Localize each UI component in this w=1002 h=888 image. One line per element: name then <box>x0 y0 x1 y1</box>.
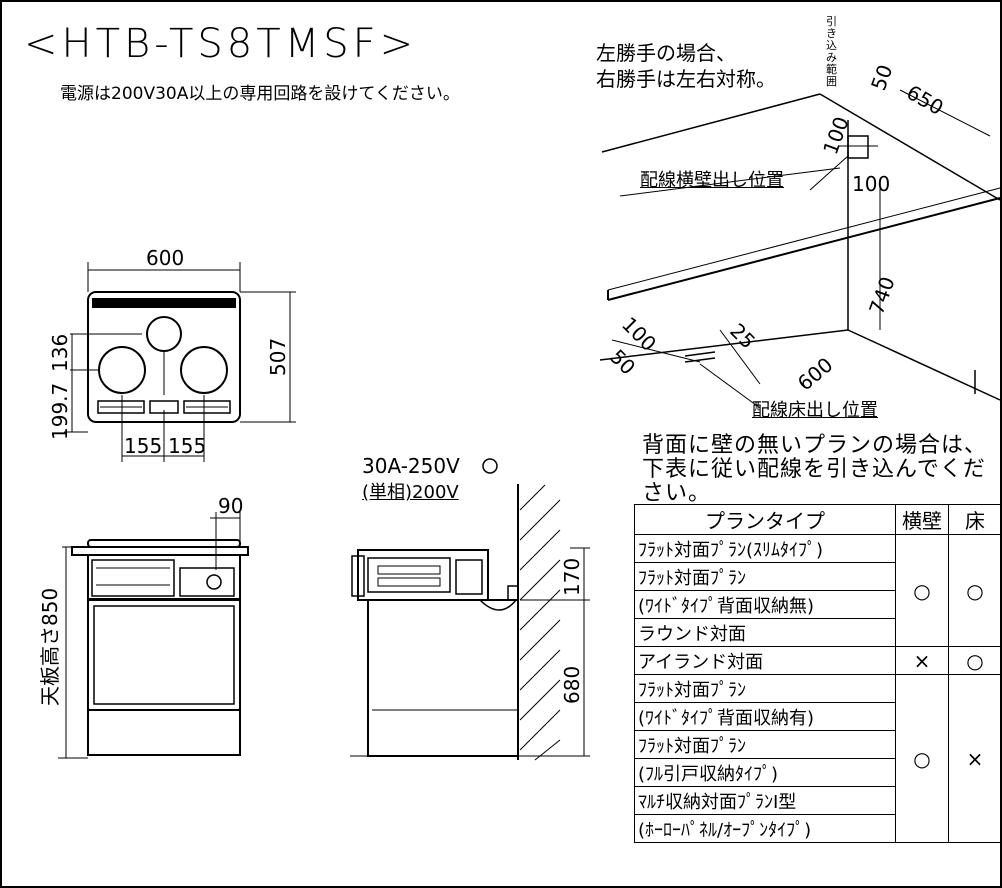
table-row: ﾌﾗｯﾄ対面ﾌﾟﾗﾝ(ｽﾘﾑﾀｲﾌﾟ) ○ ○ <box>634 534 1002 647</box>
table-row: (ﾜｲﾄﾞﾀｲﾌﾟ背面収納有) <box>634 702 1002 731</box>
plan-name: (ﾌﾙ引戸収納ﾀｲﾌﾟ) <box>634 758 896 787</box>
plan-note: 背面に壁の無いプランの場合は、下表に従い配線を引き込んでください。 <box>642 433 988 506</box>
plan-name: ﾏﾙﾁ収納対面ﾌﾟﾗﾝⅠ型 <box>634 786 896 815</box>
mark-wall: × <box>895 646 949 675</box>
side-entry-range-label: 引き込み範囲 <box>826 15 837 88</box>
mark-wall: ○ <box>895 534 949 647</box>
dim-width-600: 600 <box>146 246 185 270</box>
condition-text: 左勝手の場合、 右勝手は左右対称。 <box>596 40 776 92</box>
plan-name: (ﾎｰﾛｰﾊﾟﾈﾙ/ｵｰﾌﾟﾝﾀｲﾌﾟ) <box>634 814 896 843</box>
table-row: ﾌﾗｯﾄ対面ﾌﾟﾗﾝ ○ × <box>634 674 1002 843</box>
dim-170: 170 <box>560 557 584 596</box>
dim-bottom-155-b: 155 <box>168 434 207 458</box>
cooktop-top-view <box>64 262 296 462</box>
cooktop-side-view <box>350 458 590 761</box>
table-row: (ﾎｰﾛｰﾊﾟﾈﾙ/ｵｰﾌﾟﾝﾀｲﾌﾟ) <box>634 814 1002 843</box>
mark-floor: × <box>948 674 1002 843</box>
dim-bottom-155-a: 155 <box>124 434 163 458</box>
table-row: ﾌﾗｯﾄ対面ﾌﾟﾗﾝ <box>634 730 1002 759</box>
plan-name: ﾌﾗｯﾄ対面ﾌﾟﾗﾝ <box>634 562 896 591</box>
plan-name: (ﾜｲﾄﾞﾀｲﾌﾟ背面収納有) <box>634 702 896 731</box>
mark-wall: ○ <box>895 674 949 843</box>
mark-floor: ○ <box>948 534 1002 647</box>
plan-type-table: プランタイプ 横壁 床 ﾌﾗｯﾄ対面ﾌﾟﾗﾝ(ｽﾘﾑﾀｲﾌﾟ) ○ ○ ﾌﾗｯﾄ… <box>634 504 1002 843</box>
header-plan-type: プランタイプ <box>634 504 896 535</box>
header-floor: 床 <box>948 504 1002 535</box>
table-row: アイランド対面 × ○ <box>634 646 1002 675</box>
table-row: ﾏﾙﾁ収納対面ﾌﾟﾗﾝⅠ型 <box>634 786 1002 815</box>
phase-label: (単相)200V <box>362 482 459 503</box>
model-title: <HTB-TS8TMSF> <box>24 21 418 67</box>
dim-680: 680 <box>560 665 584 704</box>
header-side-wall: 横壁 <box>895 504 949 535</box>
wall-outlet-position-label: 配線横壁出し位置 <box>640 170 784 191</box>
condition-line-2: 右勝手は左右対称。 <box>596 67 776 91</box>
dim-90: 90 <box>218 494 244 518</box>
iso-room-view <box>599 89 1001 409</box>
floor-outlet-position-label: 配線床出し位置 <box>752 400 878 421</box>
table-row: (ﾌﾙ引戸収納ﾀｲﾌﾟ) <box>634 758 1002 787</box>
mark-floor: ○ <box>948 646 1002 675</box>
cooktop-front-view <box>58 512 249 759</box>
plan-name: ﾌﾗｯﾄ対面ﾌﾟﾗﾝ <box>634 730 896 759</box>
table-header-row: プランタイプ 横壁 床 <box>634 504 1002 535</box>
countertop-height-label: 天板高さ850 <box>38 587 62 706</box>
dim-depth-507: 507 <box>266 337 290 376</box>
plan-name: (ﾜｲﾄﾞﾀｲﾌﾟ背面収納無) <box>634 590 896 619</box>
condition-line-1: 左勝手の場合、 <box>596 41 736 65</box>
plan-name: ラウンド対面 <box>634 618 896 647</box>
dim-left-199-7: 199.7 <box>48 382 72 440</box>
plan-name: ﾌﾗｯﾄ対面ﾌﾟﾗﾝ <box>634 674 896 703</box>
table-row: (ﾜｲﾄﾞﾀｲﾌﾟ背面収納無) <box>634 590 1002 619</box>
dim-iso-100-horizontal: 100 <box>852 172 891 196</box>
outlet-rating-label: 30A-250V <box>362 454 460 478</box>
dim-left-136: 136 <box>48 333 72 372</box>
power-note: 電源は200V30A以上の専用回路を設けてください。 <box>60 84 460 104</box>
plan-name: ﾌﾗｯﾄ対面ﾌﾟﾗﾝ(ｽﾘﾑﾀｲﾌﾟ) <box>634 534 896 563</box>
plan-name: アイランド対面 <box>634 646 896 675</box>
